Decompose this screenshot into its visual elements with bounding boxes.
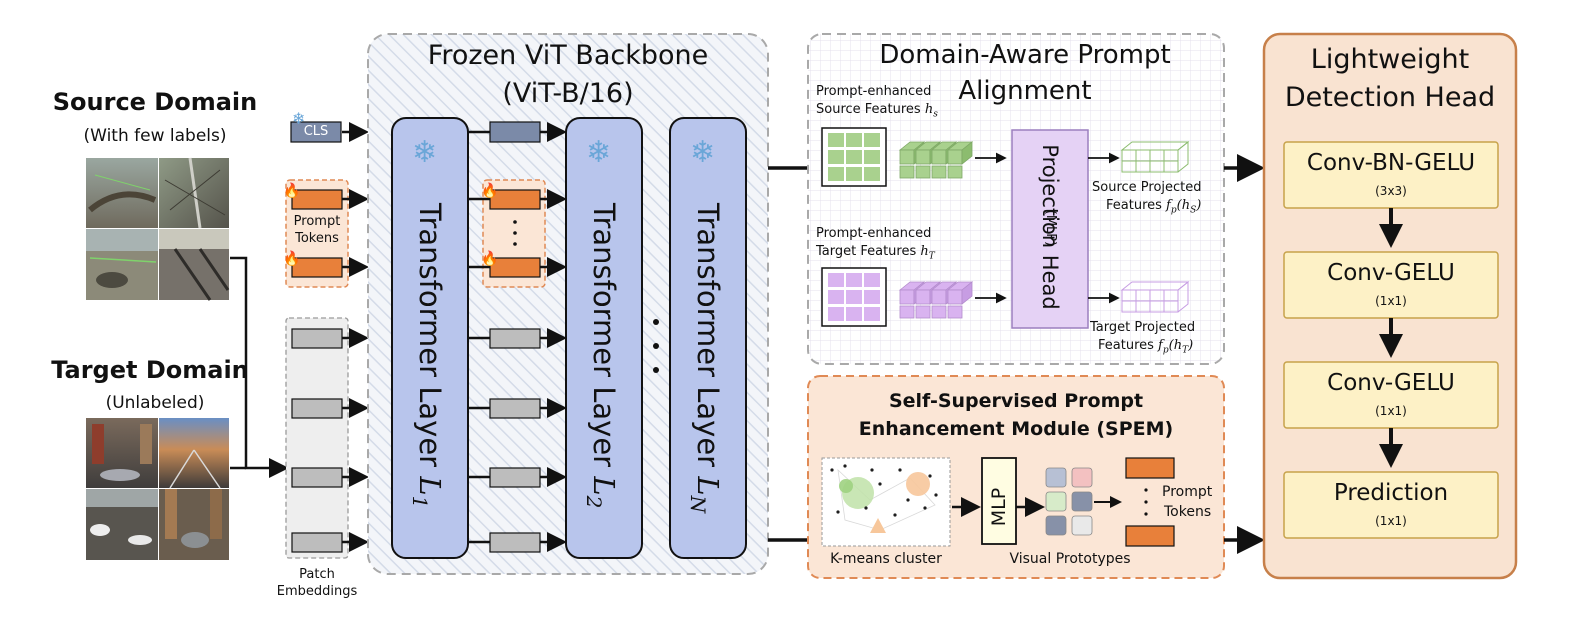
head-block-2-name: Conv-GELU <box>1327 260 1455 286</box>
target-features-label-line1: Prompt-enhanced <box>816 226 932 241</box>
visual-prototype-grid <box>1045 467 1093 536</box>
transformer-layer-n <box>669 117 747 559</box>
detection-head-title-line2: Detection Head <box>1284 82 1496 113</box>
projection-head-mlp-label: (MLP) <box>1043 209 1058 247</box>
target-feature-cubes <box>898 281 974 319</box>
cls-token <box>290 121 342 143</box>
alignment-title-line2: Alignment <box>958 76 1092 106</box>
transformer-layer-1-label: Transformer Layer L1 <box>408 203 447 509</box>
patch-embeddings-label: Patch Embeddings <box>276 567 358 599</box>
target-projected-cubes <box>1120 280 1190 313</box>
detection-head-title-line1: Lightweight <box>1310 44 1470 75</box>
source-feature-cubes <box>898 141 974 179</box>
spem-title-line1: Self-Supervised Prompt <box>888 390 1144 412</box>
head-block-4-kernel: (1x1) <box>1375 514 1407 528</box>
backbone-subtitle: (ViT-B/16) <box>502 78 634 109</box>
source-projected-label-line1: Source Projected <box>1092 180 1202 195</box>
patch-tokens <box>291 328 369 553</box>
snowflake-icon: ❄ <box>586 135 611 170</box>
target-projected-label-line2: Features fp(hT) <box>1098 338 1194 356</box>
target-features-label-line2: Target Features hT <box>816 244 935 262</box>
ellipsis-dot <box>653 343 659 349</box>
source-features-label-line1: Prompt-enhanced <box>816 84 932 99</box>
projection-head-box <box>1011 129 1089 329</box>
prompt-tokens-label: Prompt Tokens <box>293 214 341 246</box>
source-domain-title: Source Domain <box>52 88 258 116</box>
source-to-patch-arrow <box>230 256 289 478</box>
transformer-layer-2-label: Transformer Layer L2 <box>582 203 621 509</box>
svg-text:🔥: 🔥 <box>481 182 498 199</box>
source-projected-cubes <box>1120 140 1190 173</box>
ellipsis-dot <box>653 367 659 373</box>
head-block-4-name: Prediction <box>1333 480 1449 506</box>
fire-icon: 🔥 <box>283 182 300 199</box>
cls-token-label: CLS <box>303 124 329 139</box>
patch-embedding-group <box>285 317 349 559</box>
target-projected-label-line1: Target Projected <box>1090 320 1196 335</box>
head-block-1-kernel: (3x3) <box>1375 184 1407 198</box>
kmeans-cluster-label: K-means cluster <box>830 551 942 567</box>
source-feature-grid <box>821 127 887 187</box>
head-block-1-name: Conv-BN-GELU <box>1306 150 1476 176</box>
source-domain-images <box>86 157 230 301</box>
svg-text:🔥: 🔥 <box>481 250 498 267</box>
target-feature-grid <box>821 267 887 327</box>
spem-prompt-tokens-label-line2: Tokens <box>1164 504 1212 520</box>
spem-title-line2: Enhancement Module (SPEM) <box>858 418 1174 440</box>
spem-mlp-label: MLP <box>988 487 1010 527</box>
backbone-title: Frozen ViT Backbone <box>427 40 709 71</box>
ellipsis-dot <box>653 319 659 325</box>
head-block-3-name: Conv-GELU <box>1327 370 1455 396</box>
alignment-title-line1: Domain-Aware Prompt <box>879 40 1171 70</box>
head-block-4 <box>1283 471 1499 539</box>
spem-mlp-box <box>981 457 1017 545</box>
visual-prototypes-label: Visual Prototypes <box>1009 551 1131 567</box>
head-block-3-kernel: (1x1) <box>1375 404 1407 418</box>
fire-icon: 🔥 <box>283 250 300 267</box>
spem-prompt-token <box>1125 525 1175 547</box>
head-block-2-kernel: (1x1) <box>1375 294 1407 308</box>
snowflake-icon: ❄ <box>412 135 437 170</box>
transformer-layer-n-label: Transformer Layer LN <box>686 203 725 514</box>
target-domain-subtitle: (Unlabeled) <box>105 393 205 413</box>
source-domain-subtitle: (With few labels) <box>83 126 227 146</box>
intermediate-tokens: 🔥 🔥 <box>468 121 567 553</box>
source-features-label-line2: Source Features hs <box>816 102 938 120</box>
spem-prompt-tokens-label-line1: Prompt <box>1162 484 1213 500</box>
snowflake-icon: ❄ <box>292 109 305 128</box>
target-domain-title: Target Domain <box>51 356 249 384</box>
target-domain-images <box>86 418 229 560</box>
snowflake-icon: ❄ <box>690 135 715 170</box>
kmeans-cluster-plot <box>821 457 951 547</box>
spem-prompt-token <box>1125 457 1175 479</box>
source-projected-label-line2: Features fp(hS) <box>1106 198 1202 216</box>
